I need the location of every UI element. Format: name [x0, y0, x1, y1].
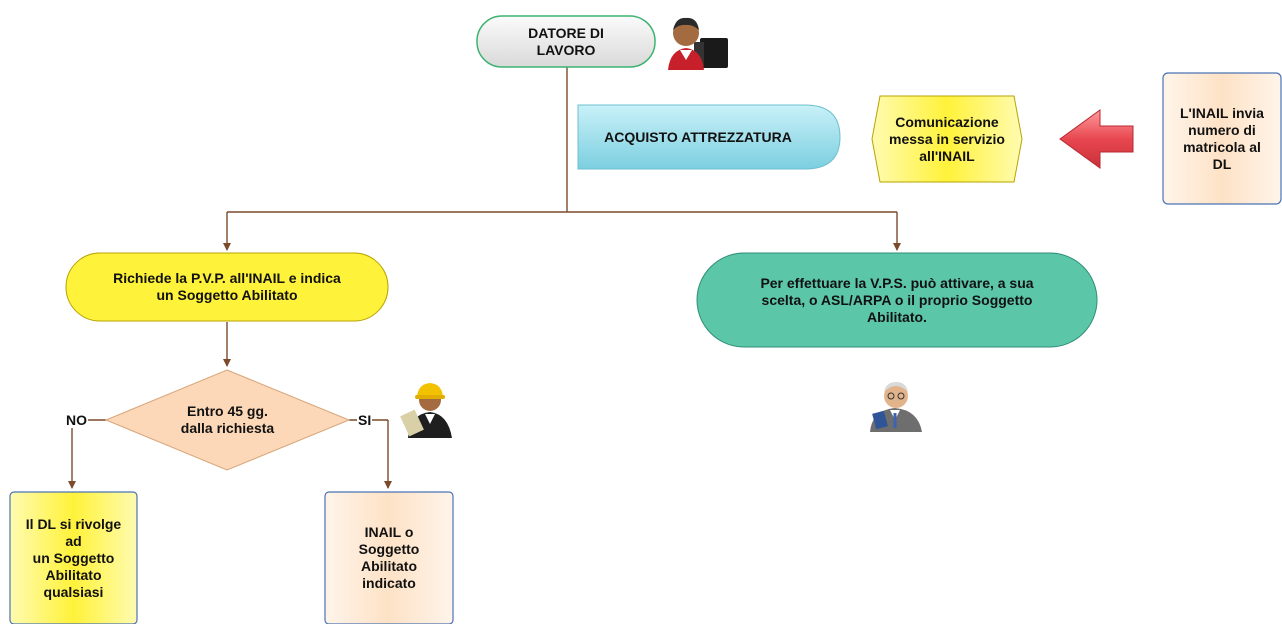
connectors — [68, 67, 901, 489]
node-inail-soggetto-label: INAIL o Soggetto Abilitato indicato — [358, 524, 420, 591]
node-entro-shape — [104, 369, 351, 471]
node-vps-shape — [696, 252, 1098, 348]
node-datore-shape — [476, 15, 656, 68]
node-dl-rivolge-label: Il DL si rivolge ad un Soggetto Abilitat… — [25, 515, 122, 600]
node-comunicazione-shape — [871, 95, 1023, 183]
node-entro-label: Entro 45 gg. dalla richiesta — [180, 403, 275, 436]
edge-label-no: NO — [65, 412, 88, 428]
node-acquisto-shape — [577, 104, 841, 170]
node-inail-invia-label: L'INAIL invia numero di matricola al DL — [1180, 104, 1264, 172]
left-arrow-icon — [1059, 109, 1134, 169]
node-acquisto-label: ACQUISTO ATTREZZATURA — [604, 128, 792, 145]
node-inail-invia-shape — [1162, 72, 1282, 205]
businessman-with-briefcase-icon — [668, 17, 728, 70]
inspector-with-document-icon — [870, 382, 922, 432]
edge-label-si: SI — [357, 412, 373, 428]
node-comunicazione-label: Comunicazione messa in servizio all'INAI… — [889, 113, 1005, 164]
node-datore-label: DATORE DI LAVORO — [528, 24, 604, 58]
node-richiede-label: Richiede la P.V.P. all'INAIL e indica un… — [113, 270, 341, 303]
node-vps-label: Per effettuare la V.P.S. può attivare, a… — [760, 274, 1034, 325]
construction-worker-icon — [400, 383, 452, 438]
node-inail-soggetto-shape — [324, 491, 454, 624]
node-richiede-shape — [65, 252, 389, 322]
node-dl-rivolge-shape — [9, 491, 138, 624]
